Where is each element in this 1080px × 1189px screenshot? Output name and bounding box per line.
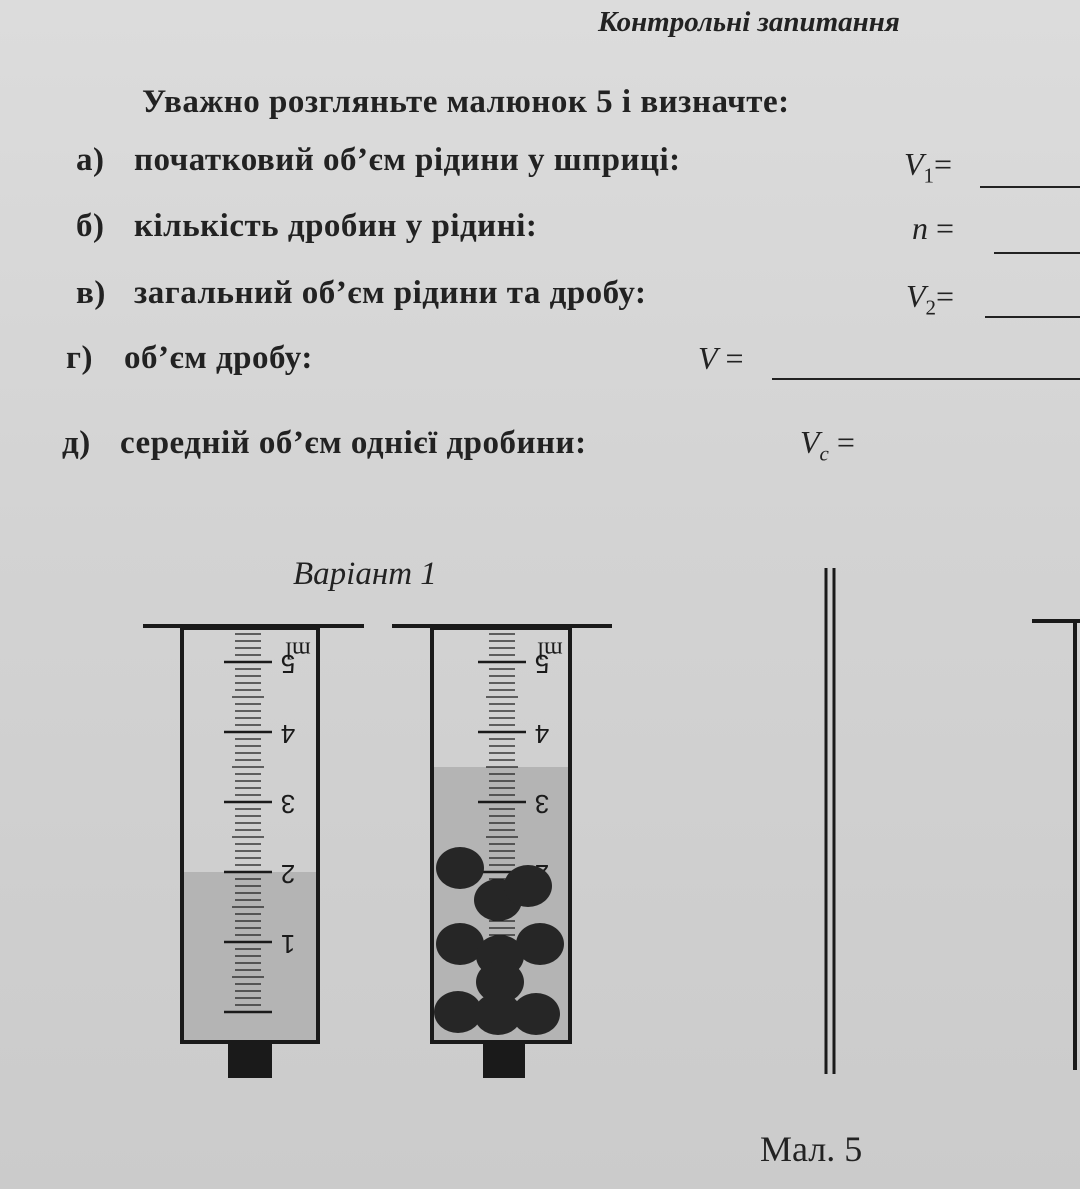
scale-label: 3 bbox=[535, 789, 549, 819]
syringe-2-nozzle bbox=[483, 1042, 525, 1078]
answer-blank-n[interactable] bbox=[994, 252, 1080, 254]
question-letter: г) bbox=[66, 340, 93, 376]
pellet bbox=[436, 923, 484, 965]
question-e: д) середній об’єм однієї дробини: bbox=[62, 425, 587, 462]
question-text: середній об’єм однієї дробини: bbox=[120, 425, 587, 461]
syringe-1: 1 2 3 4 5ml bbox=[143, 624, 364, 1078]
answer-label-v: V = bbox=[698, 340, 744, 376]
syringe-2-pellets bbox=[434, 847, 564, 1035]
pellet bbox=[476, 961, 524, 1003]
answer-blank-v2[interactable] bbox=[985, 316, 1080, 318]
question-text: загальний об’єм рідини та дробу: bbox=[134, 275, 647, 311]
scale-label: 4 bbox=[281, 719, 295, 749]
answer-label-n: n = bbox=[912, 210, 955, 246]
scale-label: 3 bbox=[281, 789, 295, 819]
syringe-1-nozzle bbox=[228, 1042, 272, 1078]
question-text: кількість дробин у рідині: bbox=[134, 208, 538, 244]
answer-label-vc: Vc = bbox=[800, 424, 855, 466]
scale-label: 5 bbox=[281, 649, 295, 679]
answer-blank-v[interactable] bbox=[772, 378, 1080, 380]
answer-label-v1: V1= bbox=[904, 146, 953, 188]
question-letter: а) bbox=[76, 142, 105, 178]
question-b: б) кількість дробин у рідині: bbox=[76, 208, 537, 245]
pellet bbox=[512, 993, 560, 1035]
figure-caption: Мал. 5 bbox=[760, 1129, 863, 1169]
scale-label: 4 bbox=[535, 719, 549, 749]
question-letter: б) bbox=[76, 208, 105, 244]
variant-label: Варіант 1 bbox=[293, 556, 437, 592]
pellet bbox=[436, 847, 484, 889]
section-heading: Контрольні запитання bbox=[598, 6, 900, 38]
syringe-1-scale: 1 2 3 4 5ml bbox=[224, 626, 311, 1014]
question-text: об’єм дробу: bbox=[124, 340, 313, 376]
pellet bbox=[516, 923, 564, 965]
pellet bbox=[434, 991, 482, 1033]
question-c: в) загальний об’єм рідини та дробу: bbox=[76, 275, 646, 312]
answer-blank-v1[interactable] bbox=[980, 186, 1080, 188]
pellet bbox=[504, 865, 552, 907]
scale-unit-label: ml bbox=[537, 636, 563, 662]
answer-label-v2: V2= bbox=[906, 278, 955, 320]
scale-label: 5 bbox=[535, 649, 549, 679]
scale-label: 2 bbox=[281, 859, 295, 889]
question-d: г) об’єм дробу: bbox=[66, 340, 313, 377]
intro-text: Уважно розгляньте малюнок 5 і визначте: bbox=[142, 84, 790, 120]
question-letter: в) bbox=[76, 275, 106, 311]
scale-unit-label: ml bbox=[285, 636, 311, 662]
question-text: початковий об’єм рідини у шприці: bbox=[134, 142, 681, 178]
pellet bbox=[474, 993, 522, 1035]
question-a: а) початковий об’єм рідини у шприці: bbox=[76, 142, 681, 179]
question-letter: д) bbox=[62, 425, 91, 461]
scale-label: 1 bbox=[281, 929, 295, 959]
